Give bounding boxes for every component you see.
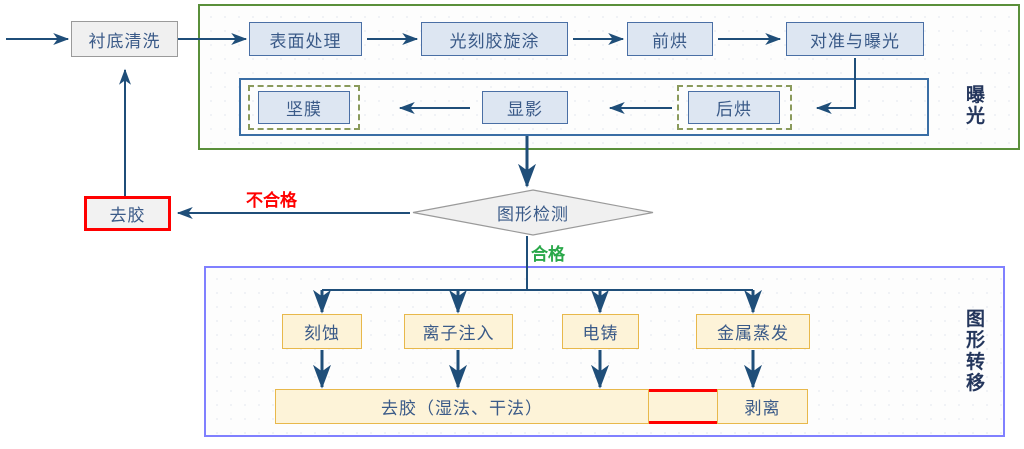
node-strip-resist[interactable]: 去胶 [84, 196, 171, 231]
node-develop[interactable]: 显影 [482, 91, 568, 124]
node-metal-evaporation[interactable]: 金属蒸发 [696, 314, 810, 349]
hard-bake-dashed-group [248, 85, 360, 130]
node-align-and-expose[interactable]: 对准与曝光 [786, 22, 924, 56]
node-surface-treatment[interactable]: 表面处理 [249, 22, 362, 56]
edge-label-pass: 合格 [531, 245, 565, 265]
strip-liftoff-group: 去胶（湿法、干法） 剥离 [275, 389, 808, 424]
post-bake-dashed-group [677, 85, 792, 130]
node-pattern-inspection[interactable]: 图形检测 [412, 189, 654, 236]
node-ion-implantation[interactable]: 离子注入 [404, 314, 513, 349]
node-hard-bake[interactable]: 坚膜 [258, 91, 350, 124]
edge-label-fail: 不合格 [246, 191, 297, 211]
node-liftoff[interactable]: 剥离 [717, 389, 808, 424]
node-etch[interactable]: 刻蚀 [282, 314, 362, 349]
pattern-transfer-section-label: 图形转移 [966, 308, 986, 394]
node-post-bake[interactable]: 后烘 [688, 91, 780, 124]
node-resist-spin-coating[interactable]: 光刻胶旋涂 [421, 22, 568, 56]
exposure-section-label: 曝光 [966, 84, 986, 128]
pattern-inspection-label: 图形检测 [497, 205, 569, 225]
develop-loop-frame [239, 78, 929, 136]
node-strip-wet-dry[interactable]: 去胶（湿法、干法） [275, 389, 649, 424]
node-substrate-clean[interactable]: 衬底清洗 [71, 21, 178, 57]
node-electroforming[interactable]: 电铸 [562, 314, 639, 349]
node-pre-bake[interactable]: 前烘 [627, 22, 713, 56]
